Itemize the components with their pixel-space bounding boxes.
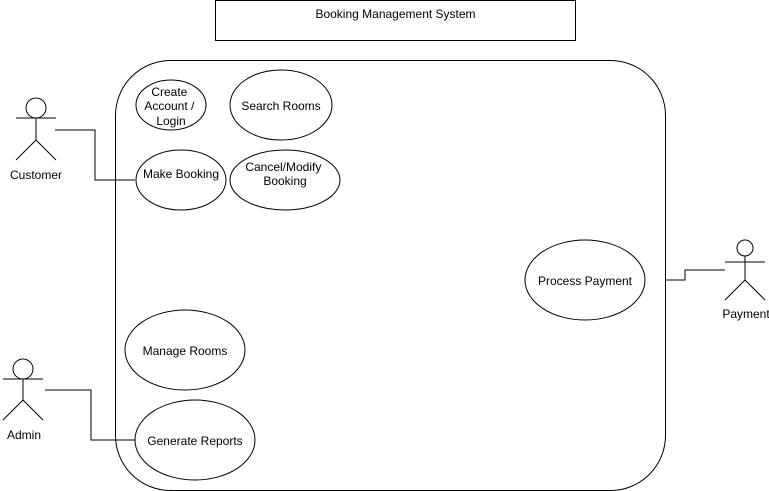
use-case-create-account: Create Account / Login	[135, 79, 207, 131]
use-case-cancel-modify: Cancel/Modify Booking	[229, 149, 341, 211]
use-case-search-rooms-label: Search Rooms	[241, 99, 320, 113]
actor-label-admin: Admin	[7, 428, 41, 442]
use-case-create-account-line-1: Create	[151, 85, 187, 99]
actor-customer: Customer	[10, 97, 62, 182]
use-case-manage-rooms-label: Manage Rooms	[143, 344, 228, 358]
actor-label-customer: Customer	[10, 168, 62, 182]
use-case-make-booking: Make Booking	[135, 149, 227, 211]
title-box: Booking Management System	[215, 0, 576, 41]
actor-admin: Admin	[2, 358, 44, 442]
use-case-cancel-modify-line-1: Cancel/Modify	[245, 160, 321, 174]
customer-connector	[55, 129, 135, 181]
customer-stick-figure-icon	[15, 97, 57, 161]
payment-stick-figure-icon	[724, 239, 766, 301]
use-case-process-payment-label: Process Payment	[538, 274, 633, 288]
use-case-create-account-line-2: Account /	[144, 99, 195, 113]
use-case-create-account-line-3: Login	[156, 114, 185, 128]
use-case-search-rooms: Search Rooms	[229, 69, 333, 141]
diagram-title: Booking Management System	[315, 7, 475, 21]
use-case-generate-reports-label: Generate Reports	[147, 434, 242, 448]
admin-connector	[45, 389, 135, 441]
use-case-generate-reports: Generate Reports	[134, 399, 256, 481]
payment-connector	[665, 269, 725, 281]
use-case-manage-rooms: Manage Rooms	[124, 309, 246, 391]
actor-payment: Payment	[722, 239, 769, 321]
use-case-process-payment: Process Payment	[524, 239, 646, 321]
svg-text:Create Account / L: Create Account / Login	[144, 85, 197, 128]
use-case-cancel-modify-line-2: Booking	[263, 174, 306, 188]
use-case-make-booking-label: Make Booking	[143, 167, 219, 181]
actor-label-payment: Payment	[722, 307, 769, 321]
svg-text:Cancel/Modify Booking: Cancel/Modify Booking	[245, 160, 324, 188]
admin-stick-figure-icon	[2, 358, 44, 421]
